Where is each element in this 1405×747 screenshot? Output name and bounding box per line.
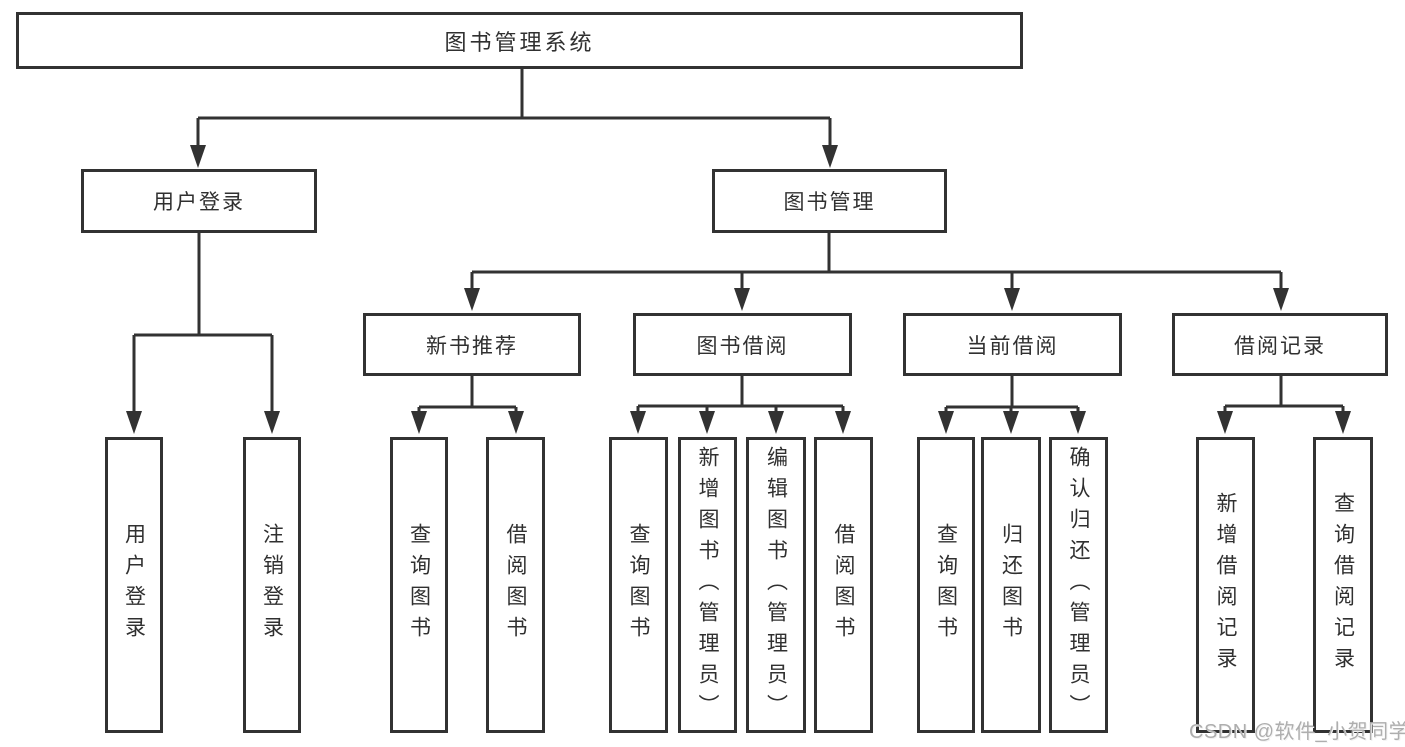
- node-new-book-recommend-label: 新书推荐: [426, 334, 518, 358]
- node-book-management-label: 图书管理: [783, 191, 876, 214]
- leaf-records-query-label: 查询借阅记录: [1331, 492, 1355, 678]
- leaf-logout: 注销登录: [243, 437, 301, 733]
- leaf-newbook-borrow: 借阅图书: [486, 437, 545, 733]
- leaf-newbook-query-label: 查询图书: [407, 523, 431, 647]
- leaf-records-add-label: 新增借阅记录: [1214, 492, 1238, 678]
- leaf-logout-label: 注销登录: [260, 523, 284, 647]
- node-library-system: 图书管理系统: [16, 12, 1023, 69]
- leaf-borrow-lend: 借阅图书: [814, 437, 873, 733]
- node-book-management: 图书管理: [712, 169, 947, 233]
- leaf-current-confirm-return-admin: 确认归还（管理员）: [1049, 437, 1108, 733]
- node-new-book-recommend: 新书推荐: [363, 313, 581, 376]
- leaf-borrow-add-admin-label: 新增图书（管理员）: [696, 445, 720, 725]
- node-book-borrow-label: 图书借阅: [696, 334, 789, 358]
- leaf-records-add: 新增借阅记录: [1196, 437, 1255, 733]
- leaf-newbook-borrow-label: 借阅图书: [504, 523, 528, 647]
- leaf-current-query-label: 查询图书: [934, 523, 958, 647]
- leaf-records-query: 查询借阅记录: [1313, 437, 1373, 733]
- node-library-system-label: 图书管理系统: [444, 29, 595, 55]
- leaf-borrow-edit-admin: 编辑图书（管理员）: [746, 437, 806, 733]
- leaf-current-query: 查询图书: [917, 437, 975, 733]
- leaf-borrow-lend-label: 借阅图书: [832, 523, 856, 647]
- leaf-user-login: 用户登录: [105, 437, 163, 733]
- node-user-login-label: 用户登录: [153, 191, 245, 214]
- node-borrow-records: 借阅记录: [1172, 313, 1388, 376]
- leaf-current-confirm-return-admin-label: 确认归还（管理员）: [1067, 445, 1091, 725]
- csdn-watermark: CSDN @软件_小贺同学: [1189, 721, 1405, 743]
- node-current-borrow: 当前借阅: [903, 313, 1122, 376]
- node-current-borrow-label: 当前借阅: [966, 334, 1059, 358]
- leaf-borrow-edit-admin-label: 编辑图书（管理员）: [764, 445, 788, 725]
- leaf-borrow-query: 查询图书: [609, 437, 668, 733]
- leaf-newbook-query: 查询图书: [390, 437, 448, 733]
- leaf-borrow-query-label: 查询图书: [627, 523, 651, 647]
- leaf-borrow-add-admin: 新增图书（管理员）: [678, 437, 737, 733]
- leaf-user-login-label: 用户登录: [122, 523, 146, 647]
- leaf-current-return-label: 归还图书: [999, 523, 1023, 647]
- node-user-login: 用户登录: [81, 169, 317, 233]
- leaf-current-return: 归还图书: [981, 437, 1041, 733]
- node-borrow-records-label: 借阅记录: [1234, 334, 1326, 358]
- node-book-borrow: 图书借阅: [633, 313, 852, 376]
